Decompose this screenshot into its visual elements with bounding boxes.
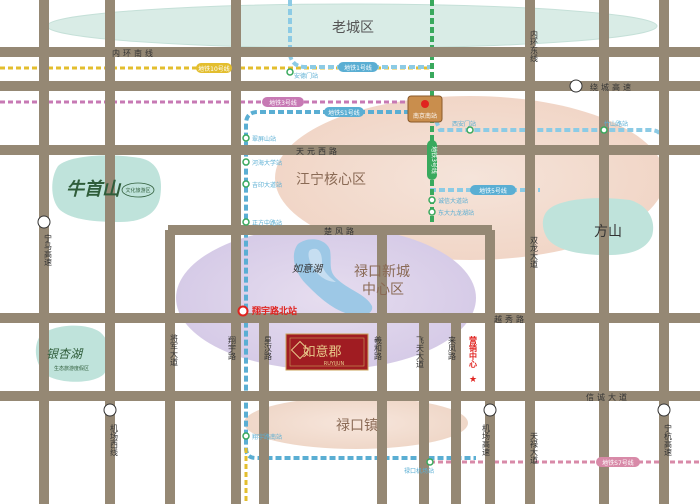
road-ningma: 宁马高速 (44, 233, 53, 267)
district-lukou-new-city-1: 禄口新城 (354, 264, 410, 280)
road-jichang-west: 机场西线 (110, 423, 119, 456)
road-inner-ring-east: 内环东线 (530, 29, 539, 62)
metro-label-3: 地铁3号线 (269, 99, 297, 107)
metro-station-icon (242, 432, 250, 440)
road-labels: 内环南线 内环东线 绕城高速 天元西路 楚风路 越秀路 信诚大道 宁马高速 机场… (44, 29, 673, 465)
highway-icon (37, 215, 51, 229)
metro-labels: 地铁10号线 地铁1号线 地铁3号线 地铁S1号线 地铁5号线 地铁3号线 地铁… (196, 62, 640, 467)
road-chufeng: 楚风路 (324, 226, 357, 236)
station-caoyangshan: 翠屏山站 (252, 135, 276, 143)
road-yihe: 羲和路 (374, 335, 383, 360)
district-old-city: 老城区 (332, 20, 374, 36)
metro-station-icon (428, 196, 436, 204)
landmark-qixing-sub: 生态旅游度假区 (54, 365, 89, 372)
landmark-qixing-lake: 银杏湖 (46, 347, 84, 361)
metro-station-icon (286, 68, 294, 76)
qixing-lake (35, 325, 110, 382)
metro-station-icon (428, 208, 436, 216)
station-xiangyu-north: 翔宇路北站 (251, 305, 297, 317)
road-shuanglong: 双龙大道 (530, 236, 539, 269)
landmark-niushoushan: 牛首山 (66, 179, 122, 200)
station-andemen: 安德门站 (294, 72, 318, 80)
landmark-nanjing-south: 南京南站 (413, 112, 437, 120)
district-lukou-town: 禄口镇 (336, 418, 378, 434)
station-lukou-airport: 禄口机场站 (404, 467, 434, 475)
station-zhengfang: 正方中路站 (252, 219, 282, 227)
road-xinghan: 星汉路 (264, 336, 273, 360)
ruyi-lake-inner (308, 248, 336, 282)
road-inner-ring-south: 内环南线 (112, 48, 156, 58)
road-tianlu: 天禄大道 (530, 432, 539, 465)
metro-station-icon (600, 126, 608, 134)
metro-station-icon (242, 134, 250, 142)
road-tianyuan-west: 天元西路 (296, 146, 340, 156)
district-jiangning-core: 江宁核心区 (296, 171, 366, 188)
road-xincheng: 信诚大道 (586, 392, 630, 402)
highway-badges (37, 79, 671, 417)
station-dongda-jiulong: 东大九龙湖站 (438, 209, 474, 217)
lukou-town-zone (244, 397, 468, 449)
road-feitian: 飞天大道 (416, 336, 425, 369)
road-ninghang: 宁杭高速 (664, 423, 673, 457)
road-xiangyu: 翔宇路 (228, 335, 237, 360)
road-yuexiu: 越秀路 (494, 314, 527, 324)
metro-label-10: 地铁10号线 (198, 65, 230, 73)
road-jichang-highway: 机场高速 (482, 423, 491, 457)
metro-station-icon (426, 458, 434, 466)
metro-label-3-vertical: 地铁3号线 (430, 146, 438, 174)
station-chengxin: 诚信大道站 (438, 197, 468, 205)
metro-label-s1: 地铁S1号线 (328, 109, 360, 117)
metro-label-5: 地铁5号线 (479, 187, 507, 195)
road-raocheng: 绕城高速 (590, 82, 634, 92)
sales-center: 营销中心 (469, 335, 478, 369)
station-jida-univ: 吉印大道站 (252, 181, 282, 189)
fangshan-lake (542, 198, 654, 256)
highway-icon (103, 403, 117, 417)
highway-icon (657, 403, 671, 417)
location-pin-icon (237, 305, 249, 317)
landmark-niushoushan-sub: 文化旅游区 (125, 187, 150, 194)
station-zhushan: 竹山路站 (604, 120, 628, 128)
landmark-fangshan: 方山 (594, 224, 622, 240)
metro-stations: 安德门站 翠屏山站 河海大学站 吉印大道站 正方中路站 翔宇路南站 禄口机场站 … (237, 68, 628, 475)
metro-station-icon (242, 158, 250, 166)
project-name-en: RUYIJUN (324, 361, 345, 367)
metro-station-icon (242, 218, 250, 226)
project-name: 如意郡 (302, 344, 341, 360)
star-icon: ★ (469, 375, 477, 385)
nanjing-south-station: 南京南站 (407, 95, 443, 123)
highway-icon (483, 403, 497, 417)
district-lukou-new-city-2: 中心区 (362, 282, 404, 298)
metro-line-s1 (244, 110, 476, 460)
road-laifeng: 来凤路 (448, 336, 457, 360)
metro-label-1: 地铁1号线 (344, 64, 372, 72)
highway-icon (569, 79, 583, 93)
project-ruyijun: 如意郡 RUYIJUN (285, 333, 369, 371)
metro-station-icon (466, 126, 474, 134)
station-xiangyu-south: 翔宇路南站 (252, 433, 282, 441)
landmark-ruyi-lake: 如意湖 (292, 263, 324, 275)
metro-station-icon (242, 180, 250, 188)
metro-label-s7: 地铁S7号线 (602, 459, 634, 467)
road-jiangjun: 将军大道 (170, 333, 179, 367)
station-xianmen: 西安门站 (452, 120, 476, 128)
station-henan-univ: 河海大学站 (252, 159, 282, 167)
